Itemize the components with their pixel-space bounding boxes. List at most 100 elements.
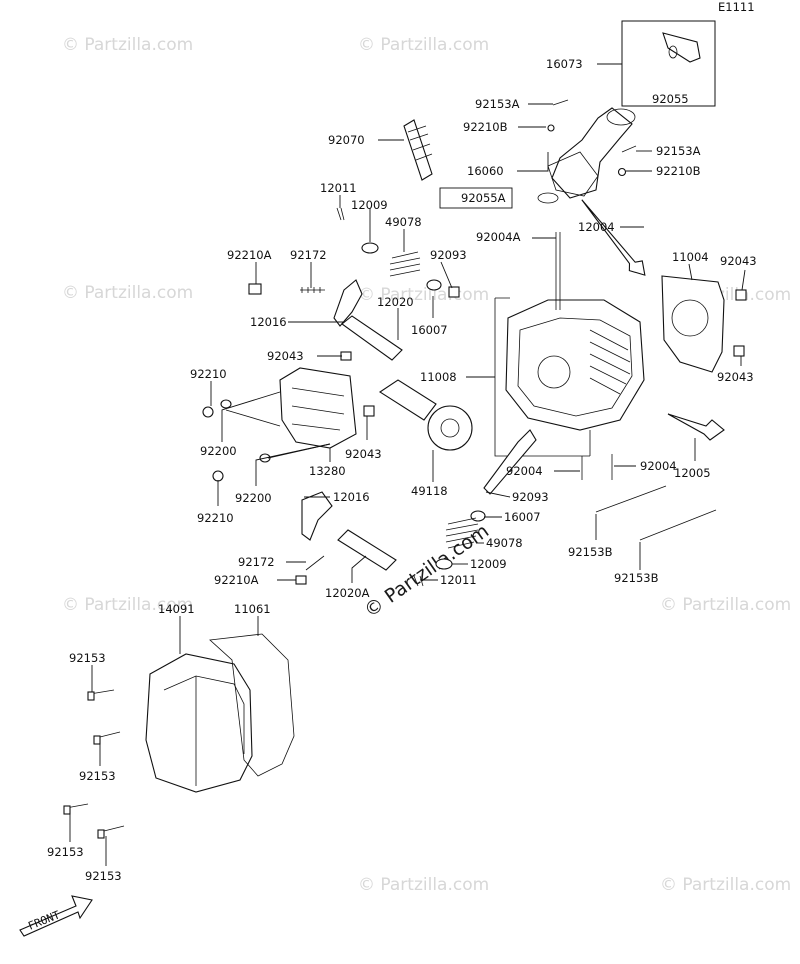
- part-label: 92200: [200, 444, 237, 458]
- nut-92210-lower: [212, 470, 224, 482]
- front-label: FRONT: [26, 908, 62, 933]
- cam-sprocket: [427, 405, 473, 451]
- spark-plug-threads: [407, 125, 433, 161]
- part-label: 92153A: [475, 97, 520, 111]
- part-label: 92153A: [656, 144, 701, 158]
- part-label: 12004: [578, 220, 615, 234]
- head-gasket: [661, 275, 725, 373]
- o-ring-92055a: [537, 192, 559, 204]
- part-label: 92093: [430, 248, 467, 262]
- part-label: 11004: [672, 250, 709, 264]
- intake-valve: [667, 413, 725, 441]
- screw-92172-lower: [305, 555, 325, 571]
- part-label: 12016: [250, 315, 287, 329]
- part-label: 92153: [85, 869, 122, 883]
- intake-base: [547, 151, 599, 197]
- watermark: © Partzilla.com: [660, 875, 791, 895]
- retainer-12009-lower: [435, 558, 453, 570]
- part-label: 92210: [197, 511, 234, 525]
- nut-92043-left: [340, 351, 352, 361]
- watermark: © Partzilla.com: [660, 595, 791, 615]
- nut-92210a-lower: [295, 575, 307, 585]
- cotter-12011-lower: [413, 575, 424, 587]
- intake-pipe: [551, 107, 633, 199]
- rocker-holder: [279, 367, 357, 449]
- nut-92043-upper-right: [735, 289, 747, 301]
- studs-92004: [581, 454, 613, 480]
- watermark: © Partzilla.com: [62, 35, 193, 55]
- part-label: 49078: [486, 536, 523, 550]
- diagram-code: E1111: [718, 0, 755, 14]
- part-label: 16060: [467, 164, 504, 178]
- bolt-92153b-upper: [595, 485, 667, 513]
- spark-tube: [483, 429, 537, 495]
- bolt-head-3: [63, 805, 71, 815]
- intake-flange: [606, 108, 636, 126]
- bolt-head-2: [93, 735, 101, 745]
- part-label: 49118: [411, 484, 448, 498]
- bolt-92153a-right: [621, 145, 637, 153]
- part-labels: 16073 92055 92153A 92210B 92070 16060 92…: [47, 57, 757, 883]
- seal-16007-upper: [426, 279, 442, 291]
- part-label: 92004A: [476, 230, 521, 244]
- part-label: 92055: [652, 92, 689, 106]
- part-label: 13280: [309, 464, 346, 478]
- part-label: 92070: [328, 133, 365, 147]
- nut-92210b-right: [617, 167, 627, 177]
- camshaft: [378, 379, 437, 421]
- part-label: 12005: [674, 466, 711, 480]
- washer-92200-upper: [220, 399, 232, 409]
- rocker-arm-lower: [301, 491, 333, 541]
- cylinder-head: [505, 299, 645, 431]
- cover-bolts: [65, 689, 125, 833]
- head-cover: [145, 653, 253, 793]
- part-label: 92210B: [656, 164, 701, 178]
- part-label: 12009: [351, 198, 388, 212]
- part-label: 92153: [69, 651, 106, 665]
- rocker-shaft-12020a: [337, 529, 397, 571]
- part-label: 92210A: [214, 573, 259, 587]
- part-label: 92153B: [568, 545, 613, 559]
- leader-lines: [69, 63, 746, 866]
- nut-92210a-upper: [248, 283, 262, 295]
- o-ring-92055: [668, 45, 678, 59]
- part-label: 92093: [512, 490, 549, 504]
- screw-92172-upper: [300, 287, 325, 293]
- part-label: 12011: [320, 181, 357, 195]
- part-label: 92055A: [461, 191, 506, 205]
- watermark: © Partzilla.com: [358, 875, 489, 895]
- retainer-12009-upper: [361, 242, 379, 254]
- bolt-92153b-lower: [639, 509, 717, 541]
- valve-spring-lower: [445, 517, 479, 549]
- part-label: 92043: [717, 370, 754, 384]
- cam-sprocket-hub: [440, 418, 460, 438]
- part-label: 16007: [504, 510, 541, 524]
- part-label: 12020: [377, 295, 414, 309]
- watermark-center: © Partzilla.com: [360, 520, 493, 622]
- nut-92043-center: [363, 405, 375, 417]
- part-label: 14091: [158, 602, 195, 616]
- callout-box-92055a: [439, 187, 513, 209]
- part-label: 92210A: [227, 248, 272, 262]
- nut-92210b-upper: [547, 124, 555, 132]
- stud-92004a: [555, 232, 561, 310]
- part-label: 92153B: [614, 571, 659, 585]
- part-label: 92043: [720, 254, 757, 268]
- rocker-shaft-12020: [341, 315, 403, 361]
- part-label: 92004: [506, 464, 543, 478]
- part-label: 12016: [333, 490, 370, 504]
- valve-spring-upper: [389, 251, 421, 277]
- rocker-holder-detail: [291, 387, 345, 431]
- cotter-12011-upper: [336, 207, 345, 221]
- bolt-head-1: [87, 691, 95, 701]
- part-label: 11008: [420, 370, 457, 384]
- rocker-arm-upper: [333, 279, 363, 327]
- part-label: 49078: [385, 215, 422, 229]
- part-label: 92004: [640, 459, 677, 473]
- part-drawings: [19, 20, 747, 937]
- nut-92210-upper: [202, 406, 214, 418]
- head-cover-detail: [163, 675, 245, 786]
- spark-plug: [403, 119, 433, 181]
- front-arrow: [19, 895, 93, 937]
